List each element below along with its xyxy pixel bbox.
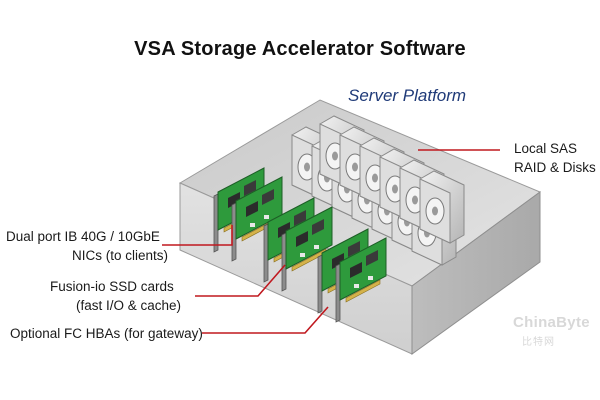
callout-nics-line2: NICs (to clients) bbox=[72, 248, 169, 263]
diagram-title: VSA Storage Accelerator Software bbox=[134, 38, 466, 60]
pcie-card bbox=[335, 237, 387, 323]
callout-line-fc bbox=[202, 306, 329, 334]
pcie-card bbox=[281, 206, 333, 292]
pcie-card-array bbox=[213, 167, 387, 323]
callout-fc: Optional FC HBAs (for gateway) bbox=[10, 324, 203, 343]
callout-local-sas-line1: Local SAS bbox=[514, 141, 578, 156]
callout-local-sas: Local SAS RAID & Disks bbox=[514, 139, 596, 177]
watermark-logo: ChinaByte bbox=[513, 314, 590, 331]
callout-line-fusion bbox=[195, 264, 286, 297]
callout-line-nics bbox=[162, 225, 233, 246]
callout-nics-line1: Dual port IB 40G / 10GbE bbox=[6, 229, 160, 244]
platform-label: Server Platform bbox=[348, 86, 467, 105]
watermark-logo-sub: 比特网 bbox=[522, 337, 555, 348]
disk-drive bbox=[419, 170, 465, 244]
callout-fc-line1: Optional FC HBAs (for gateway) bbox=[10, 326, 203, 341]
callout-local-sas-line2: RAID & Disks bbox=[514, 160, 596, 175]
callout-fusion-line1: Fusion-io SSD cards bbox=[50, 279, 174, 294]
callout-nics: Dual port IB 40G / 10GbE NICs (to client… bbox=[6, 227, 168, 265]
callout-fusion-line2: (fast I/O & cache) bbox=[76, 298, 182, 313]
callout-fusion: Fusion-io SSD cards (fast I/O & cache) bbox=[50, 277, 181, 315]
disk-array bbox=[291, 115, 465, 266]
callout-lines bbox=[162, 149, 500, 334]
chassis-side-face bbox=[411, 191, 541, 355]
